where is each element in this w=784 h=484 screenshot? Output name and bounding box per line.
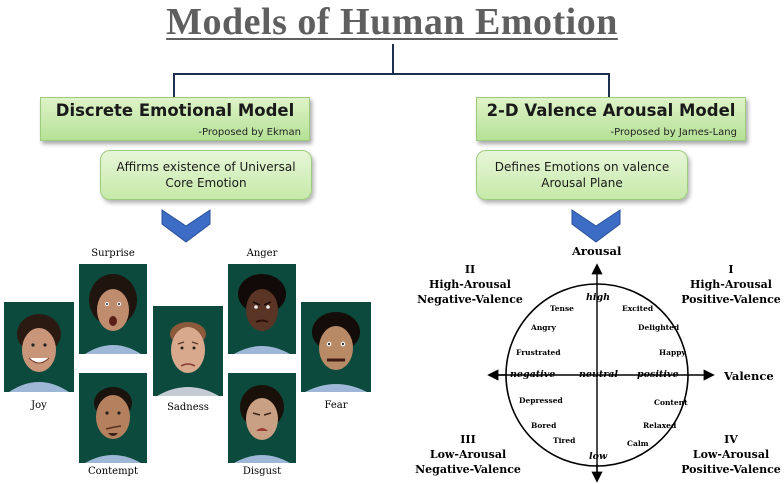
down-arrow-icon	[161, 209, 211, 243]
low-label: low	[589, 451, 608, 462]
face-sadness	[153, 306, 223, 396]
discrete-model-title: Discrete Emotional Model	[55, 101, 295, 120]
connector-horizontal	[173, 73, 610, 75]
connector-right-branch	[608, 73, 610, 97]
emotion-calm: Calm	[627, 439, 649, 448]
desc-line-1: Affirms existence of Universal	[116, 160, 296, 174]
emotion-relaxed: Relaxed	[643, 421, 677, 430]
discrete-model-author: -Proposed by Ekman	[198, 127, 301, 138]
face-label-fear: Fear	[324, 400, 348, 411]
desc-line-2: Core Emotion	[165, 176, 247, 190]
face-label-sadness: Sadness	[167, 402, 209, 413]
connector-trunk	[392, 44, 394, 74]
page-title: Models of Human Emotion	[166, 1, 618, 43]
face-joy	[4, 302, 74, 392]
down-arrow-icon	[571, 209, 621, 243]
emotion-delighted: Delighted	[638, 323, 680, 332]
emotion-depressed: Depressed	[519, 396, 563, 405]
emotion-frustrated: Frustrated	[516, 348, 561, 357]
emotion-happy: Happy	[659, 348, 686, 357]
face-fear	[301, 302, 371, 392]
face-label-surprise: Surprise	[91, 248, 135, 259]
valence-axis-label: Valence	[724, 369, 774, 383]
positive-label: positive	[637, 369, 679, 380]
desc-line-1: Defines Emotions on valence	[494, 160, 670, 174]
face-label-contempt: Contempt	[88, 466, 138, 477]
desc-line-2: Arousal Plane	[541, 176, 623, 190]
face-disgust	[228, 373, 296, 463]
emotion-content: Content	[654, 398, 688, 407]
discrete-model-box: Discrete Emotional Model -Proposed by Ek…	[40, 97, 310, 141]
quadrant-1-label: I High-Arousal Positive-Valence	[681, 263, 781, 306]
face-anger	[228, 264, 296, 354]
neutral-label: neutral	[579, 369, 619, 380]
quadrant-3-label: III Low-Arousal Negative-Valence	[415, 433, 521, 476]
face-label-disgust: Disgust	[242, 466, 282, 477]
valence-arousal-model-title: 2-D Valence Arousal Model	[486, 101, 736, 120]
emotion-bored: Bored	[531, 421, 557, 430]
quadrant-2-label: II High-Arousal Negative-Valence	[417, 263, 523, 306]
emotion-excited: Excited	[622, 304, 654, 313]
negative-label: negative	[510, 369, 556, 380]
face-contempt	[79, 373, 147, 463]
valence-arousal-plane	[487, 263, 715, 483]
high-label: high	[586, 292, 611, 303]
arousal-axis-label: Arousal	[572, 244, 622, 258]
valence-arousal-model-box: 2-D Valence Arousal Model -Proposed by J…	[476, 97, 746, 141]
emotion-tired: Tired	[553, 436, 576, 445]
emotion-angry: Angry	[531, 323, 556, 332]
valence-arousal-model-author: -Proposed by James-Lang	[610, 127, 737, 138]
face-label-joy: Joy	[31, 400, 47, 411]
emotion-tense: Tense	[550, 304, 574, 313]
face-label-anger: Anger	[246, 248, 278, 259]
connector-left-branch	[173, 73, 175, 97]
quadrant-4-label: IV Low-Arousal Positive-Valence	[681, 433, 781, 476]
face-surprise	[79, 264, 147, 354]
